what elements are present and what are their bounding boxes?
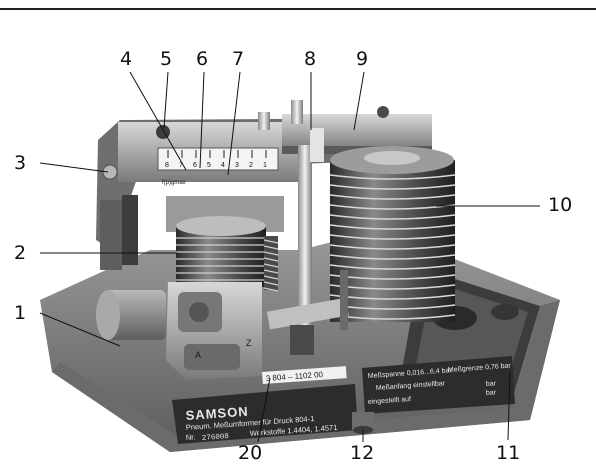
- nameplate: [172, 384, 358, 444]
- main-bellows: [329, 146, 456, 322]
- unit-bar-2: bar: [486, 389, 497, 397]
- spring-coil: [263, 287, 279, 292]
- bellows-ring: [329, 184, 456, 190]
- callout-3: 3: [14, 152, 27, 174]
- callout-5: 5: [160, 48, 173, 70]
- scale-digit: 6: [193, 162, 197, 169]
- bellows-ring: [329, 264, 456, 270]
- bellows-ring: [329, 174, 456, 180]
- code-label: 3 804 – 1102 00: [266, 370, 324, 383]
- scale-digit: 5: [207, 162, 211, 169]
- small-bellows: [176, 216, 266, 287]
- leader-lines: [39, 71, 540, 443]
- callout-6: 6: [196, 48, 209, 70]
- bellows-ring: [329, 194, 456, 200]
- callout-12: 12: [350, 442, 375, 464]
- callout-4: 4: [120, 48, 133, 70]
- scale-digit: 4: [221, 162, 225, 169]
- brand-text: SAMSON: [185, 404, 249, 423]
- bellows-ring: [329, 234, 456, 240]
- spec-plate: [362, 356, 515, 414]
- unit-bar: bar: [486, 380, 497, 388]
- callout-1: 1: [14, 302, 27, 324]
- cavity-hole-right: [491, 304, 519, 320]
- lever-post: [340, 270, 348, 330]
- letter-z: Z: [246, 338, 252, 348]
- callout-20: 20: [238, 442, 263, 464]
- connector-recess-2: [184, 344, 240, 370]
- lower-spring: [290, 325, 314, 355]
- scale-ticks: 8 7 6 5 4 3 2 1: [165, 150, 267, 169]
- screw-5: [156, 125, 170, 139]
- spring-coil: [263, 281, 279, 286]
- post-top: [291, 100, 303, 124]
- top-bracket: [282, 114, 432, 150]
- spring-coil: [263, 275, 279, 280]
- callout-9: 9: [356, 48, 369, 70]
- top-rule: [0, 8, 596, 10]
- spring-coil: [263, 269, 279, 274]
- bellows-ring: [329, 224, 456, 230]
- left-column: [122, 195, 138, 265]
- spring-coil: [263, 245, 279, 250]
- callout-11: 11: [496, 442, 521, 464]
- cylinder-body: [104, 290, 166, 340]
- scale-digit: 2: [249, 162, 253, 169]
- scale-digit: 3: [235, 162, 239, 169]
- scale-window: [157, 147, 279, 171]
- bellows-ring: [329, 214, 456, 220]
- callout-8: 8: [304, 48, 317, 70]
- callout-2: 2: [14, 242, 27, 264]
- bellows-ring: [329, 254, 456, 260]
- plate-nr-value: 276008: [202, 433, 230, 443]
- scale-digit: 8: [165, 162, 169, 169]
- connector-port: [189, 302, 209, 322]
- scale-digit: 7: [179, 162, 183, 169]
- left-column-2: [100, 200, 122, 270]
- screw-3: [102, 164, 118, 180]
- spec-line1b: Meßgrenze 0,76 bar: [448, 363, 512, 374]
- spring-coil: [263, 257, 279, 262]
- spring-coil: [263, 263, 279, 268]
- spec-line2: Meßanfang einstellbar: [376, 380, 446, 392]
- spring-coil: [263, 239, 279, 244]
- main-rod: [298, 145, 312, 355]
- bellows-ring: [329, 204, 456, 210]
- callout-10: 10: [548, 194, 573, 216]
- lever-arm: [266, 297, 349, 330]
- cylinder-end: [96, 290, 120, 340]
- post-top-2: [258, 112, 270, 130]
- spring-coil: [263, 251, 279, 256]
- spec-line3: eingestellt auf: [368, 396, 412, 406]
- scale-letters: f(p)gmax: [162, 180, 186, 186]
- connection-nipple: [352, 412, 374, 430]
- callout-7: 7: [232, 48, 245, 70]
- bellows-ring: [329, 244, 456, 250]
- screw-9: [377, 106, 389, 118]
- code-label-bg: [262, 366, 347, 384]
- rod-cap: [310, 128, 324, 162]
- plate-nr-label: Nr.: [186, 432, 196, 442]
- scale-digit: 1: [263, 162, 267, 169]
- letter-a: A: [195, 350, 201, 360]
